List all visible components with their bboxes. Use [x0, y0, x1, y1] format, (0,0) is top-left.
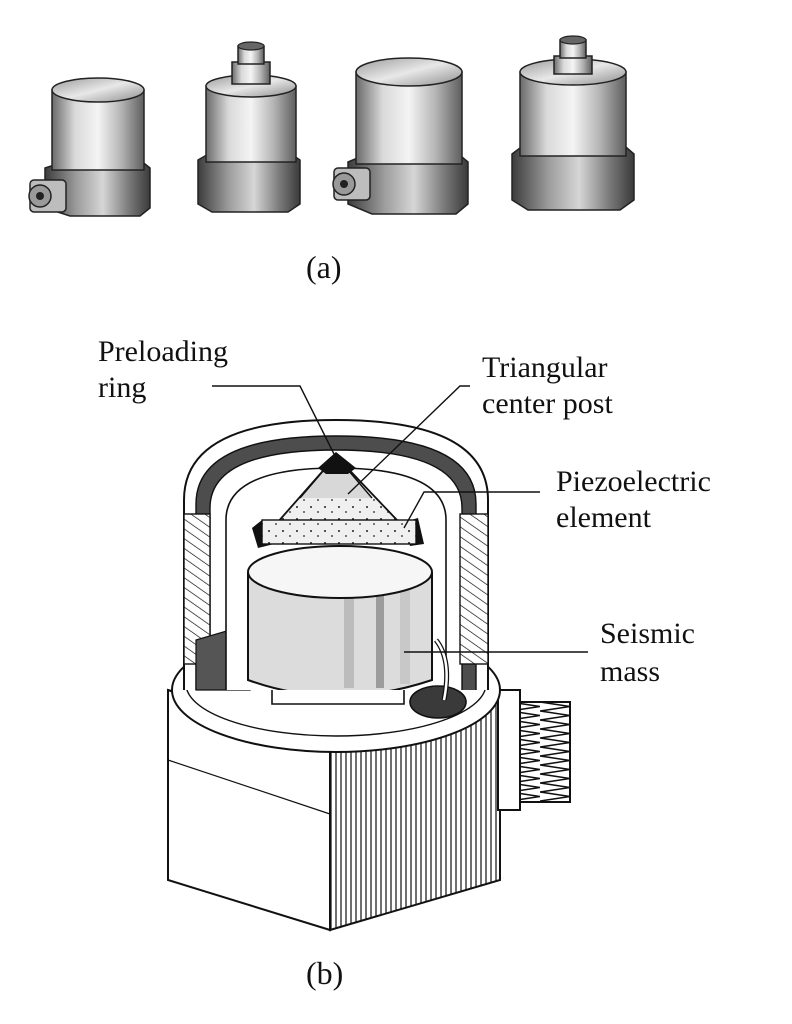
seismic-mass-cylinder — [247, 545, 433, 705]
label-triangular-line1: Triangular — [482, 351, 608, 384]
sensor-photo-4 — [511, 35, 635, 211]
label-triangular-line2: center post — [482, 387, 613, 420]
cutaway-drawing — [167, 418, 571, 932]
leader-piezoelectric-element — [403, 491, 540, 529]
sensor-photo-3 — [332, 57, 469, 215]
label-seismic-line2: mass — [600, 655, 660, 688]
label-piezoelectric-line2: element — [556, 501, 652, 534]
caption-b: (b) — [306, 955, 343, 991]
label-preloading-ring-line1: Preloading — [98, 335, 228, 368]
labels: Preloading ring Triangular center post P… — [98, 335, 711, 688]
sensor-photo-1 — [28, 77, 151, 217]
label-preloading-ring-line2: ring — [98, 371, 146, 404]
sensor-photo-2 — [197, 41, 301, 213]
leader-triangular-center-post — [347, 385, 470, 495]
caption-a: (a) — [306, 249, 342, 285]
leader-preloading-ring — [212, 385, 337, 459]
side-connector — [497, 689, 571, 811]
leader-lines — [212, 385, 588, 653]
center-post — [252, 452, 424, 548]
label-piezoelectric-line1: Piezoelectric — [556, 465, 711, 498]
sensor-photos — [28, 35, 635, 217]
label-seismic-line1: Seismic — [600, 617, 695, 650]
